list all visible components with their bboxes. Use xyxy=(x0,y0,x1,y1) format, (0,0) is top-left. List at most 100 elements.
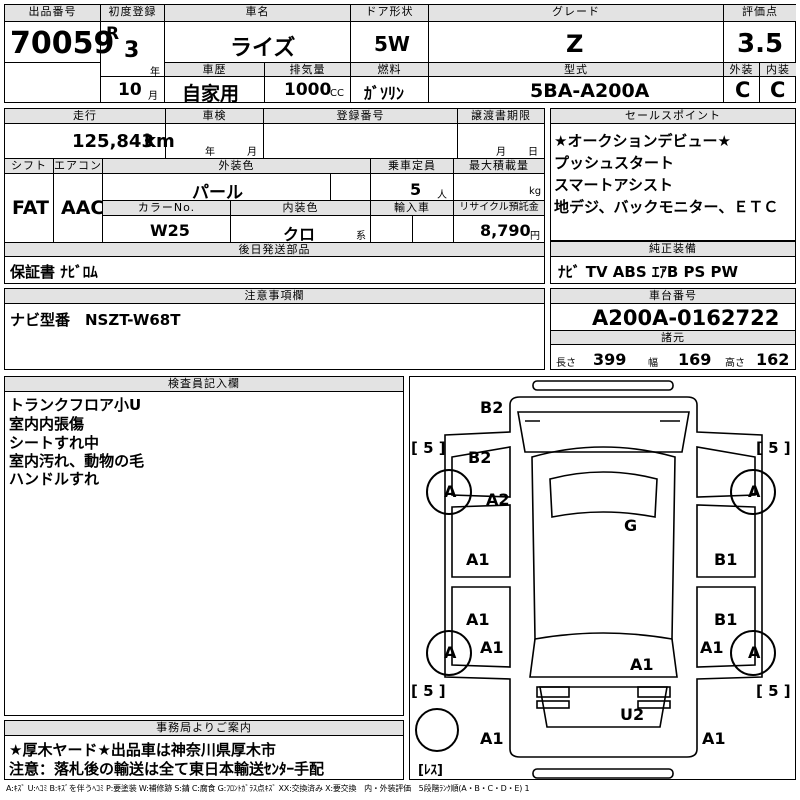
shift: FAT xyxy=(12,197,49,219)
int-color: クロ xyxy=(283,225,316,244)
reg-no-header: 登録番号 xyxy=(264,109,457,124)
model-header: 型式 xyxy=(429,63,723,77)
first-reg-year: 3 xyxy=(124,38,140,63)
selling-point-2: プッシュスタート xyxy=(554,154,675,172)
recycle: 8,790 xyxy=(480,221,531,240)
length: 399 xyxy=(593,350,627,369)
capacity-header: 乗車定員 xyxy=(371,159,453,174)
chassis-header: 車台番号 xyxy=(551,289,795,304)
tread-tl: [ 5 ] xyxy=(411,439,446,457)
shift-header: シフト xyxy=(5,159,53,174)
notes-header: 注意事項欄 xyxy=(5,289,544,304)
later-parts-box xyxy=(4,256,545,284)
door-header: ドア形状 xyxy=(351,5,428,22)
damage-diagram xyxy=(409,376,796,780)
tire-top-left xyxy=(426,469,472,515)
ext-grade: C xyxy=(735,78,751,102)
recycle-header: リサイクル預託金 xyxy=(454,201,544,216)
grade: Z xyxy=(566,30,584,58)
notes-text: ナビ型番 NSZT-W68T xyxy=(10,311,181,329)
mark-a1-left-3: A1 xyxy=(480,638,504,657)
load-header: 最大積載量 xyxy=(454,159,544,174)
height: 162 xyxy=(756,350,790,369)
door: 5W xyxy=(374,32,410,56)
equipment-header: 純正装備 xyxy=(551,242,795,257)
first-reg-header: 初度登録 xyxy=(101,5,164,22)
ext-color-header: 外装色 xyxy=(103,159,370,174)
selling-point-4: 地デジ、バックモニター、ＥＴＣ xyxy=(554,198,779,216)
inspector-line-4: 室内汚れ、動物の毛 xyxy=(9,452,145,470)
transfer-month: 月 xyxy=(496,147,506,158)
displacement-unit: CC xyxy=(330,88,344,99)
car-outline xyxy=(444,380,763,779)
width-label: 幅 xyxy=(648,358,658,369)
mark-a1-right: A1 xyxy=(700,638,724,657)
car-name: ライズ xyxy=(230,36,296,61)
score-header: 評価点 xyxy=(724,5,796,22)
tread-br: [ 5 ] xyxy=(756,682,791,700)
tread-tr: [ 5 ] xyxy=(756,439,791,457)
selling-point-1: ★オークションデビュー★ xyxy=(554,132,731,150)
import-header: 輸入車 xyxy=(371,201,453,216)
later-parts-header: 後日発送部品 xyxy=(5,243,544,257)
capacity-unit: 人 xyxy=(437,190,447,201)
displacement-header: 排気量 xyxy=(265,63,350,77)
tire-bottom-right xyxy=(730,630,776,676)
transfer-day: 日 xyxy=(528,147,538,158)
ext-header: 外装 xyxy=(724,63,759,77)
mark-a1-bottom-left: A1 xyxy=(480,729,504,748)
displacement: 1000 xyxy=(284,80,332,100)
inspection-header: 車検 xyxy=(166,109,263,124)
mark-b1-right-1: B1 xyxy=(714,550,738,569)
equipment: ﾅﾋﾞ TV ABS ｴｱB PS PW xyxy=(558,263,739,281)
mileage-header: 走行 xyxy=(5,109,165,124)
selling-points-box xyxy=(550,108,796,241)
tire-bottom-left xyxy=(426,630,472,676)
tire-mark-br: A xyxy=(748,643,761,662)
mark-b1-right-2: B1 xyxy=(714,610,738,629)
history-header: 車歴 xyxy=(165,63,264,77)
office-line-2: 注意：落札後の輸送は全て東日本輸送ｾﾝﾀｰ手配 xyxy=(9,760,325,778)
inspector-box xyxy=(4,376,404,716)
chassis-box xyxy=(550,288,796,370)
color-no-header: カラーNo. xyxy=(103,201,230,216)
first-reg-month: 10 xyxy=(118,80,142,100)
mark-a1-left-2: A1 xyxy=(466,610,490,629)
capacity: 5 xyxy=(410,180,422,199)
mark-g: G xyxy=(624,516,638,535)
aircon-header: エアコン xyxy=(54,159,102,174)
equipment-box xyxy=(550,241,796,284)
spec-header: 諸元 xyxy=(551,330,795,345)
tread-bl: [ 5 ] xyxy=(411,682,446,700)
int-color-unit: 系 xyxy=(356,231,366,242)
mileage: 125,843 xyxy=(72,131,154,152)
length-label: 長さ xyxy=(556,358,576,369)
int-header: 内装 xyxy=(760,63,796,77)
mileage-unit: km xyxy=(144,131,175,152)
load-unit: kg xyxy=(529,186,542,197)
inspector-line-2: 室内内張傷 xyxy=(9,415,85,433)
grade-header: グレード xyxy=(429,5,723,22)
mark-a1-left-1: A1 xyxy=(466,550,490,569)
recycle-unit: 円 xyxy=(530,231,540,242)
int-color-header: 内装色 xyxy=(231,201,370,216)
inspection-month-unit: 月 xyxy=(247,147,257,158)
office-header: 事務局よりご案内 xyxy=(5,721,403,736)
history: 自家用 xyxy=(182,83,240,105)
tire-top-right xyxy=(730,469,776,515)
selling-points-header: セールスポイント xyxy=(551,109,795,124)
height-label: 高さ xyxy=(725,358,745,369)
fuel: ｶﾞｿﾘﾝ xyxy=(364,84,405,103)
mark-u2: U2 xyxy=(620,705,645,724)
inspector-line-5: ハンドルすれ xyxy=(9,470,100,488)
tire-mark-bl: A xyxy=(444,643,457,662)
mark-a1-bottom-right: A1 xyxy=(702,729,726,748)
later-parts: 保証書 ﾅﾋﾞﾛﾑ xyxy=(10,263,98,281)
chassis-no: A200A-0162722 xyxy=(592,306,780,330)
year-unit: 年 xyxy=(150,67,160,78)
inspector-header: 検査員記入欄 xyxy=(5,377,403,392)
score: 3.5 xyxy=(737,29,784,59)
transfer-header: 譲渡書期限 xyxy=(458,109,544,124)
mark-a2: A2 xyxy=(486,490,510,509)
lot-no: 70059 xyxy=(10,26,115,61)
